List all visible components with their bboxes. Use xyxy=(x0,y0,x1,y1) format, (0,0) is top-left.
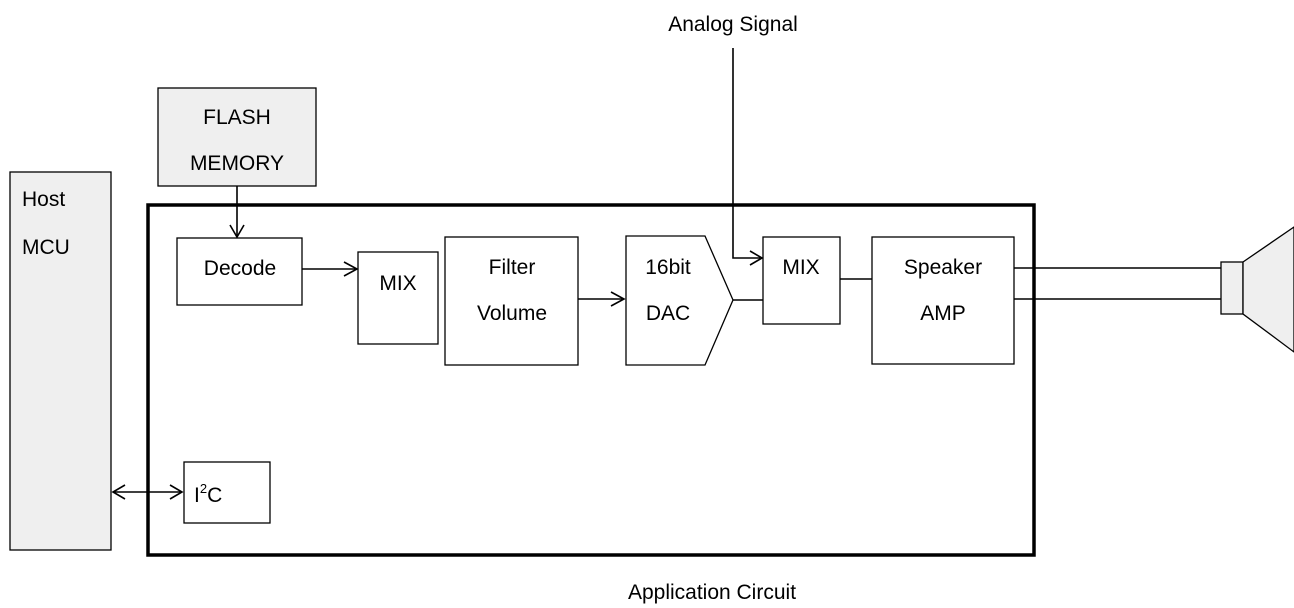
speaker-amp-block xyxy=(871,236,1015,365)
arrowhead-i2c-side xyxy=(169,484,184,500)
speaker-label: Speaker xyxy=(904,256,982,279)
flash-memory-label-line1: FLASH xyxy=(203,106,271,129)
dac-block xyxy=(625,235,734,366)
i2c-label: I2C xyxy=(194,481,222,507)
amp-label: AMP xyxy=(920,302,966,325)
arrowhead-decode-to-mix1 xyxy=(343,261,359,277)
mix-1-label: MIX xyxy=(379,272,416,295)
dac-label-line1: 16bit xyxy=(645,256,691,279)
i2c-block xyxy=(183,461,271,524)
decode-label: Decode xyxy=(204,257,276,280)
dac-label-line2: DAC xyxy=(646,302,690,325)
flash-memory-label-line2: MEMORY xyxy=(190,152,284,175)
speaker-cone xyxy=(1242,226,1294,353)
filter-volume-block xyxy=(444,236,579,366)
host-mcu-label-line2: MCU xyxy=(22,236,70,259)
analog-signal-line xyxy=(732,48,760,259)
mix-block-1 xyxy=(357,251,439,345)
mix-2-label: MIX xyxy=(782,256,819,279)
decode-block xyxy=(176,237,303,306)
arrowhead-flash-to-decode xyxy=(229,224,245,239)
application-circuit-boundary xyxy=(146,203,1036,557)
mix-block-2 xyxy=(762,236,841,325)
flash-memory-block xyxy=(157,87,317,187)
arrowhead-filter-to-dac xyxy=(610,291,626,307)
application-circuit-caption: Application Circuit xyxy=(628,581,796,604)
arrowhead-analog-to-mix2 xyxy=(749,250,764,266)
host-mcu-label-line1: Host xyxy=(22,188,65,211)
i2c-label-rest: C xyxy=(207,484,222,507)
speaker-magnet xyxy=(1220,261,1244,315)
host-mcu-block xyxy=(9,171,112,551)
i2c-label-sup: 2 xyxy=(200,481,207,496)
arrowhead-host-side xyxy=(111,484,126,500)
analog-signal-label: Analog Signal xyxy=(668,13,798,36)
filter-label: Filter xyxy=(489,256,536,279)
i2c-label-base: I xyxy=(194,484,200,507)
volume-label: Volume xyxy=(477,302,547,325)
